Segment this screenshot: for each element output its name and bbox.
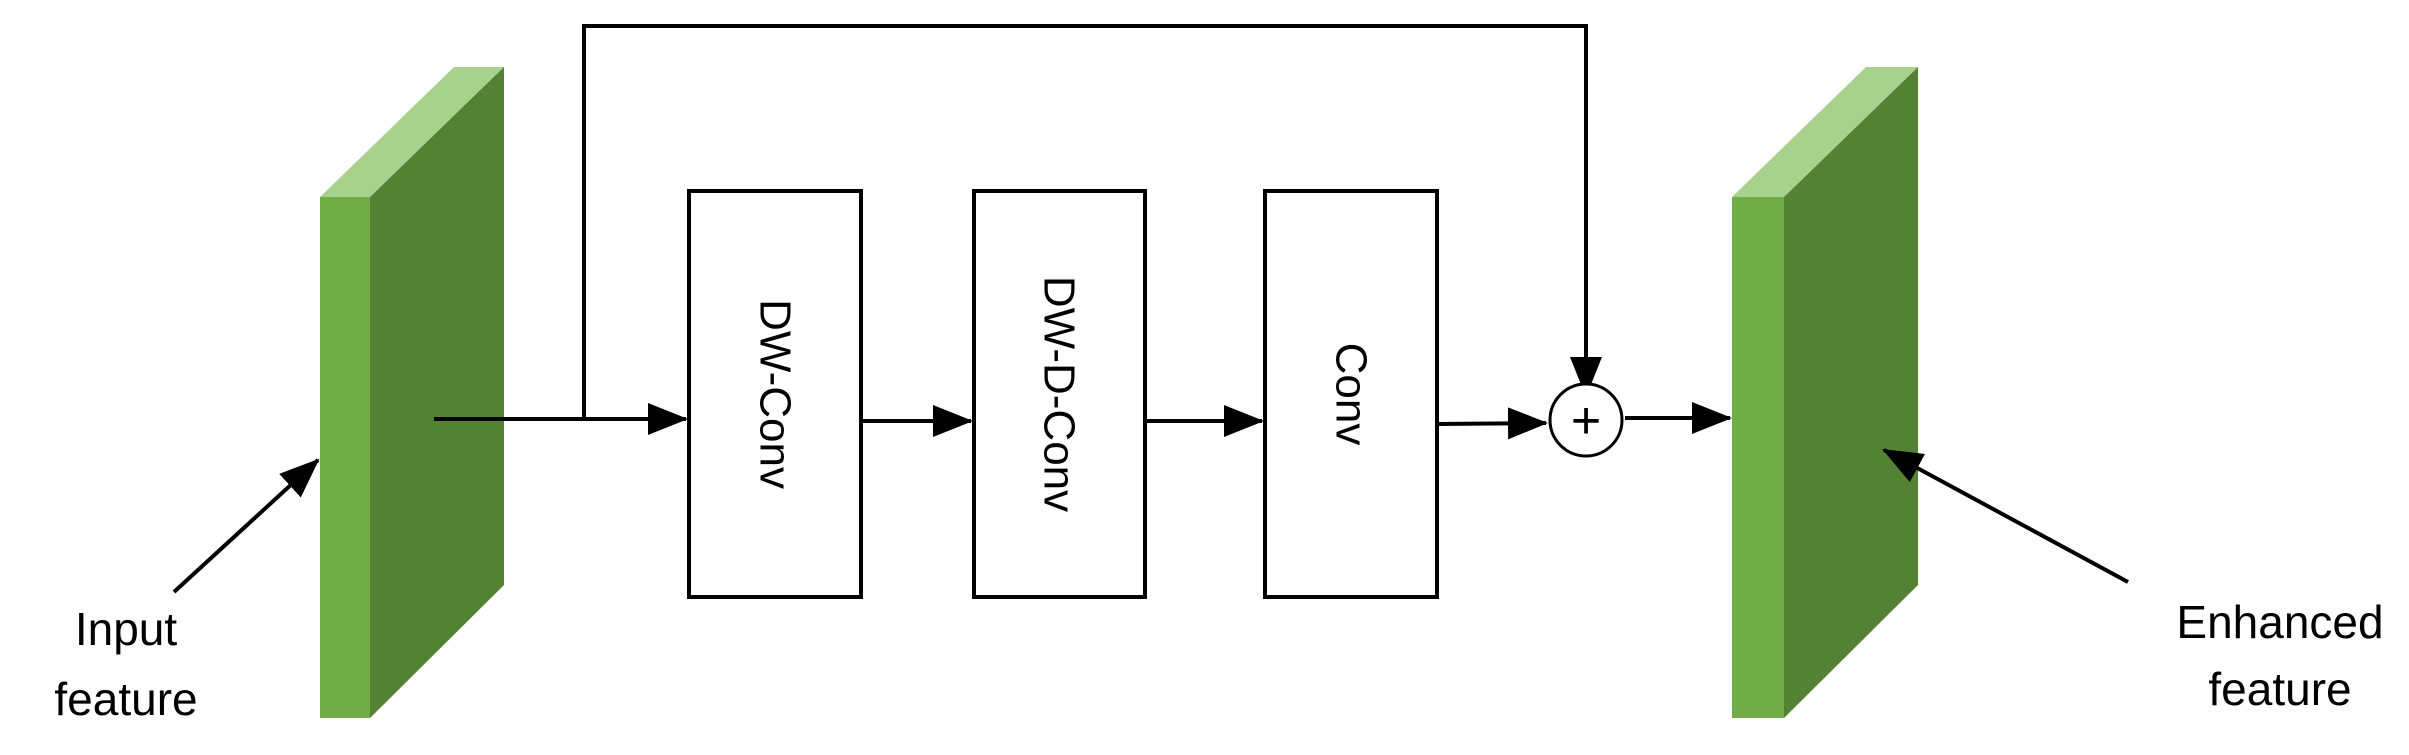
enhanced-feature-front-face bbox=[1732, 197, 1784, 718]
enhanced-feature-label-line1: Enhanced bbox=[2176, 596, 2383, 648]
dwdconv-block: DW-D-Conv bbox=[972, 189, 1147, 599]
enhanced-feature-map bbox=[1732, 67, 1918, 718]
conv-block: Conv bbox=[1263, 189, 1439, 599]
dwconv-label: DW-Conv bbox=[751, 299, 800, 489]
enhanced-label-pointer-arrow bbox=[1882, 448, 2129, 584]
input-feature-side-face bbox=[370, 67, 504, 718]
input-feature-front-face bbox=[320, 197, 370, 718]
input-feature-label-line2: feature bbox=[54, 673, 197, 725]
input-feature-map bbox=[320, 67, 504, 718]
skip-connection-line bbox=[582, 24, 1602, 419]
enhanced-feature-label-line2: feature bbox=[2208, 663, 2351, 715]
dwconv-block: DW-Conv bbox=[687, 189, 863, 599]
conv-label: Conv bbox=[1327, 343, 1376, 446]
enhanced-feature-side-face bbox=[1784, 67, 1918, 718]
dwconv-box bbox=[687, 189, 863, 599]
dwdconv-box bbox=[972, 189, 1147, 599]
sum-symbol: + bbox=[1571, 392, 1601, 450]
input-feature-label-line1: Input bbox=[75, 603, 178, 655]
enhanced-feature-top-face bbox=[1732, 67, 1918, 197]
input-label-pointer-arrow bbox=[172, 458, 320, 594]
conv-to-sum-arrow bbox=[1436, 407, 1548, 440]
conv-box bbox=[1263, 189, 1439, 599]
input-feature-top-face bbox=[320, 67, 504, 197]
sum-node: + bbox=[1548, 382, 1624, 458]
sum-circle bbox=[1548, 382, 1624, 458]
dwdconv-label: DW-D-Conv bbox=[1035, 276, 1084, 512]
